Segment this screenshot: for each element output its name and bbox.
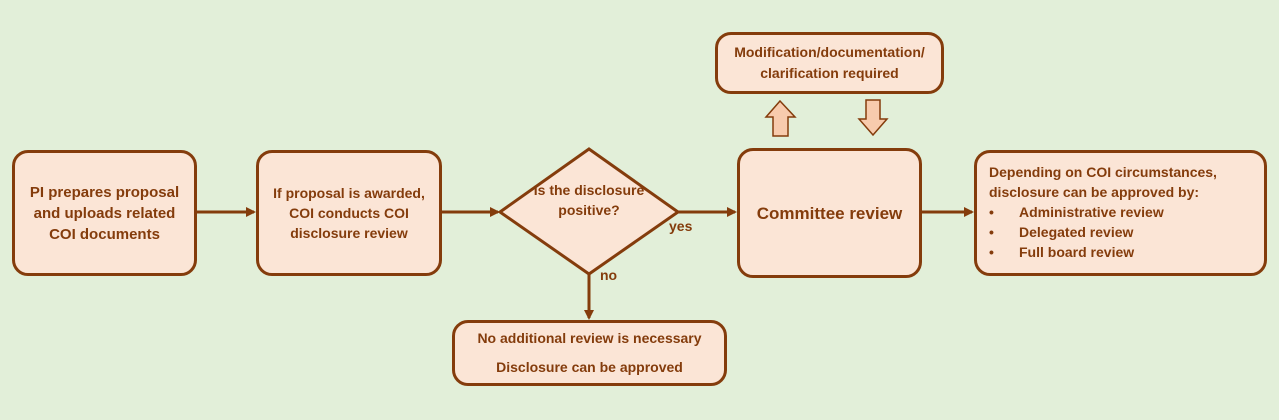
- block-arrow-down: [857, 99, 889, 137]
- committee-review-box: Committee review: [737, 148, 922, 278]
- block-arrow-up: [764, 99, 797, 137]
- approval-options-heading: Depending on COI circumstances, disclosu…: [989, 164, 1217, 200]
- committee-review-text: Committee review: [756, 203, 903, 223]
- bullet-icon: •: [989, 224, 994, 240]
- yes-edge-label: yes: [669, 218, 693, 234]
- approval-option-label: Full board review: [1019, 244, 1135, 260]
- decision-text: Is the disclosure positive?: [533, 182, 645, 218]
- pi-prepares-proposal-box: PI prepares proposal and uploads related…: [12, 150, 197, 276]
- modification-required-box: Modification/documentation/ clarificatio…: [715, 32, 944, 94]
- bullet-icon: •: [989, 244, 994, 260]
- decision-diamond: [497, 147, 681, 276]
- approval-option-item: • Full board review: [989, 242, 1252, 262]
- modification-required-text: Modification/documentation/ clarificatio…: [734, 44, 925, 81]
- approval-option-label: Administrative review: [1019, 204, 1164, 220]
- approval-option-label: Delegated review: [1019, 224, 1134, 240]
- no-additional-review-text: No additional review is necessary Disclo…: [477, 330, 702, 375]
- approval-option-item: • Administrative review: [989, 202, 1252, 222]
- bullet-icon: •: [989, 204, 994, 220]
- approval-option-item: • Delegated review: [989, 222, 1252, 242]
- pi-prepares-proposal-text: PI prepares proposal and uploads related…: [29, 183, 180, 243]
- coi-disclosure-review-box: If proposal is awarded, COI conducts COI…: [256, 150, 442, 276]
- no-edge-label: no: [600, 267, 618, 283]
- approval-options-list: • Administrative review • Delegated review…: [989, 202, 1252, 262]
- approval-options-box: Depending on COI circumstances, disclosu…: [974, 150, 1267, 276]
- no-additional-review-box: No additional review is necessary Disclo…: [452, 320, 727, 386]
- coi-disclosure-review-text: If proposal is awarded, COI conducts COI…: [273, 185, 425, 241]
